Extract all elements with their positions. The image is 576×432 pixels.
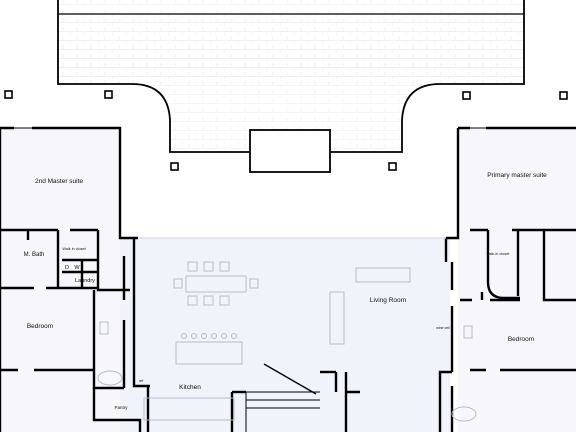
- room-label-walk-in-left: Walk in closet: [62, 247, 86, 251]
- chair: [203, 261, 214, 272]
- toilet: [463, 325, 473, 339]
- room-label-laundry: Laundry: [75, 278, 95, 284]
- column: [388, 162, 397, 171]
- stool: [221, 333, 227, 339]
- kitchen-island: [175, 341, 243, 365]
- furniture: [97, 261, 477, 422]
- column: [559, 91, 568, 100]
- stool: [231, 333, 237, 339]
- room-label-bedroom-right: Bedroom: [508, 336, 534, 343]
- columns: [4, 90, 568, 171]
- counter: [143, 397, 235, 421]
- dining-table: [185, 275, 247, 293]
- chair: [219, 261, 230, 272]
- walls: [0, 126, 576, 432]
- room-label-pantry: Pantry: [114, 405, 128, 410]
- room-label-primary-master: Primary master suite: [487, 172, 547, 179]
- room-label-second-master: 2nd Master suite: [35, 178, 83, 185]
- stool: [191, 333, 197, 339]
- room-label-kitchen: Kitchen: [179, 384, 201, 391]
- sofa: [355, 267, 411, 283]
- sofa: [329, 291, 345, 345]
- chair: [203, 295, 214, 306]
- toilet: [99, 321, 109, 335]
- room-label-living-room: Living Room: [370, 297, 406, 304]
- chair: [173, 278, 183, 289]
- bathtub: [97, 370, 123, 386]
- bathtub: [451, 406, 477, 422]
- stool: [211, 333, 217, 339]
- room-labels: 2nd Master suite Primary master suite M.…: [24, 172, 548, 410]
- room-label-dryer: D: [65, 265, 69, 271]
- room-label-bedroom-left: Bedroom: [27, 323, 53, 330]
- spa: [249, 129, 331, 173]
- room-label-wine: wine cell: [436, 326, 450, 330]
- column: [104, 90, 113, 99]
- stool: [181, 333, 187, 339]
- chair: [187, 261, 198, 272]
- room-label-ref: ref: [139, 379, 144, 383]
- stool: [201, 333, 207, 339]
- windows: [14, 127, 486, 432]
- chair: [249, 278, 259, 289]
- pool-deck: [57, 0, 525, 173]
- room-label-walk-in-right: walk-in closet: [487, 252, 511, 256]
- room-label-washer: W: [74, 265, 80, 271]
- room-label-m-bath: M. Bath: [24, 252, 45, 258]
- chair: [219, 295, 230, 306]
- column: [170, 162, 179, 171]
- column: [4, 90, 13, 99]
- column: [462, 91, 471, 100]
- chair: [187, 295, 198, 306]
